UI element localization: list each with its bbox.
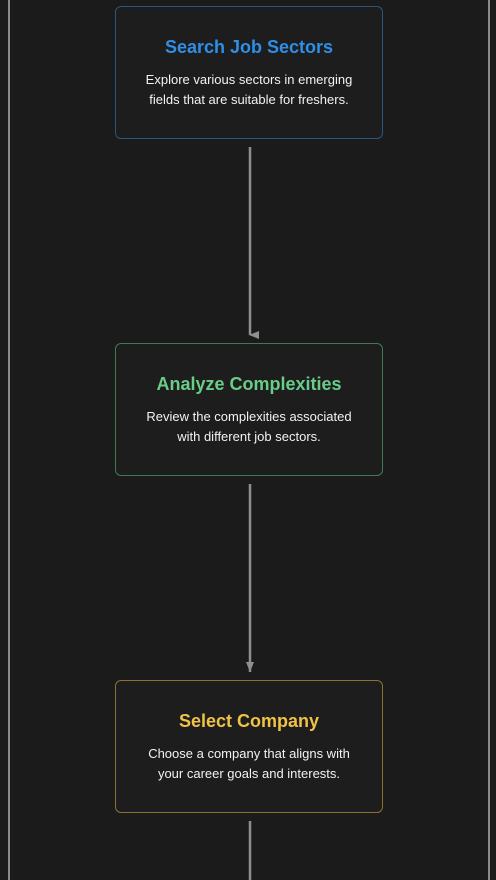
step-title: Search Job Sectors <box>164 37 334 57</box>
step-title: Analyze Complexities <box>156 374 342 394</box>
right-border-line <box>488 0 490 880</box>
connector-arrowhead-2 <box>246 662 254 672</box>
step-node-analyze-complexities[interactable]: Analyze Complexities Review the complexi… <box>115 343 383 476</box>
step-node-select-company[interactable]: Select Company Choose a company that ali… <box>115 680 383 813</box>
step-description: Review the complexities associated with … <box>146 409 352 444</box>
left-border-line <box>8 0 10 880</box>
step-node-search-job-sectors[interactable]: Search Job Sectors Explore various secto… <box>115 6 383 139</box>
step-title: Select Company <box>178 711 320 731</box>
step-description: Explore various sectors in emerging fiel… <box>145 72 353 107</box>
step-description: Choose a company that aligns with your c… <box>148 746 350 781</box>
